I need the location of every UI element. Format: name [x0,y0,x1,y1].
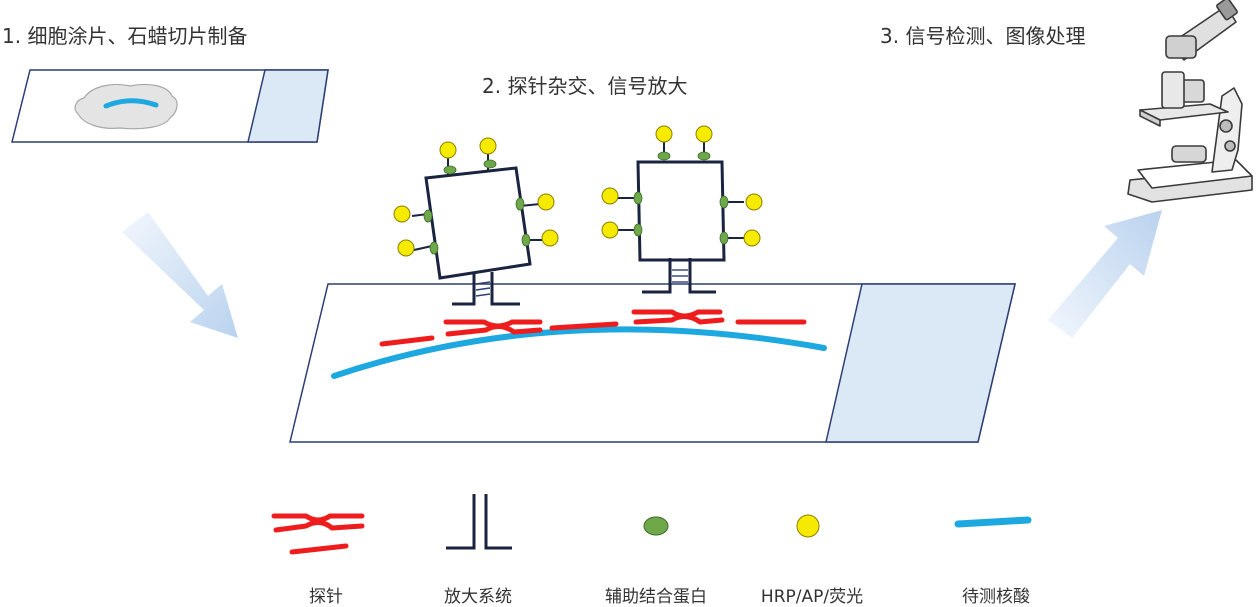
legend-label-amplifier: 放大系统 [444,587,512,607]
amplification-system-right [601,125,763,294]
legend-label-target-nucleic-acid: 待测核酸 [962,587,1030,607]
probe-group [379,309,807,347]
microscope-icon [1127,0,1253,203]
step-3-title: 3. 信号检测、图像处理 [880,24,1086,48]
legend-label-hrp-ap-fluor: HRP/AP/荧光 [760,587,864,607]
legend-binding-protein-icon [643,516,669,536]
target-nucleic-acid-strand [331,326,827,379]
step-2-title: 2. 探针杂交、信号放大 [482,74,688,98]
probe-segment [549,321,619,331]
legend-label-binding-protein: 辅助结合蛋白 [605,587,707,607]
legend-label-dot-icon [796,514,820,538]
arrow-up-right-icon [1048,210,1162,338]
arrow-down-right-icon [122,212,238,338]
legend-probe-icon [271,513,365,555]
step-1-title: 1. 细胞涂片、石蜡切片制备 [2,24,248,48]
small-slide [11,69,329,143]
legend-label-probe: 探针 [309,587,343,607]
tissue-target-mark [103,98,159,109]
probe-z-pair [631,309,725,325]
legend-target-nucleic-acid-icon [954,516,1032,528]
main-slide [289,283,1016,443]
tissue-section-icon [74,83,178,130]
legend-amplifier-icon [446,494,512,550]
probe-z-pair [443,319,543,337]
probe-segment [379,335,435,347]
small-slide-frost [247,69,329,143]
main-slide-frost [825,283,1016,443]
amplification-system-left [393,137,559,306]
